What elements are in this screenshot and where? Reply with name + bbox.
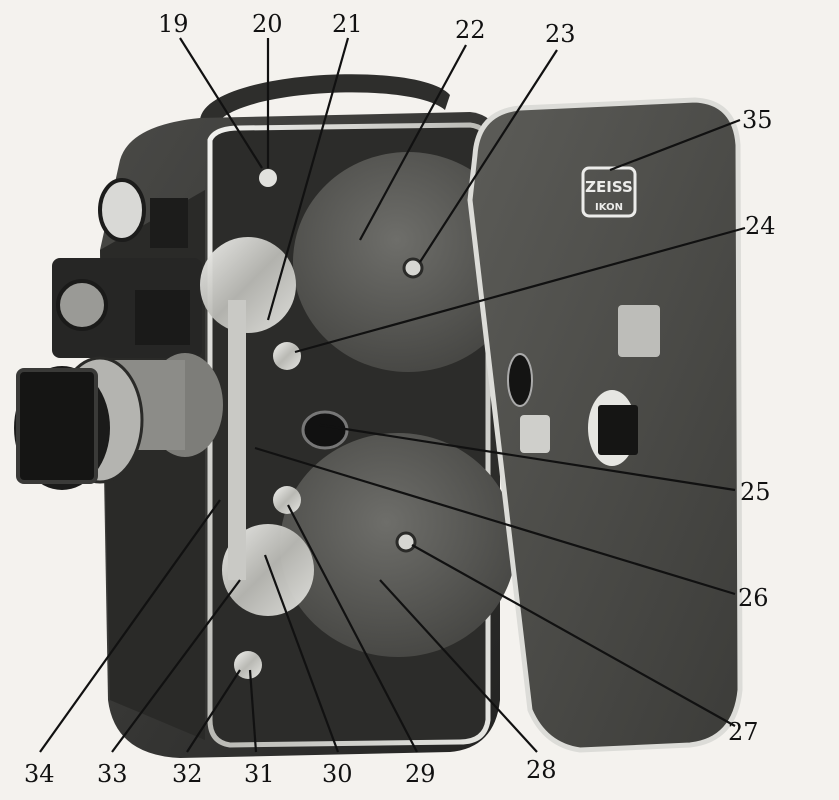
leader-21 — [266, 37, 350, 321]
leader-23 — [419, 49, 558, 263]
leader-28 — [379, 579, 538, 753]
viewfinder-window — [98, 178, 146, 242]
leader-25 — [319, 423, 736, 492]
leader-26 — [254, 446, 736, 596]
callout-31: 31 — [244, 760, 275, 788]
leader-33 — [111, 579, 241, 753]
lower-guide-roller — [273, 486, 301, 514]
upper-spool — [293, 152, 523, 372]
leader-lines — [39, 37, 746, 753]
film-guide-roller — [273, 342, 301, 370]
callout-28: 28 — [526, 756, 557, 784]
callout-29: 29 — [405, 760, 436, 788]
callout-21: 21 — [332, 10, 363, 38]
callout-25: 25 — [740, 478, 771, 506]
callout-34: 34 — [24, 760, 55, 788]
callout-24: 24 — [745, 212, 776, 240]
leader-32 — [186, 669, 241, 753]
callout-32: 32 — [172, 760, 203, 788]
callout-27: 27 — [728, 718, 759, 746]
callout-22: 22 — [455, 16, 486, 44]
upper-sprocket — [200, 237, 296, 333]
callout-33: 33 — [97, 760, 128, 788]
carrying-handle — [200, 74, 450, 128]
callout-23: 23 — [545, 20, 576, 48]
top-knob — [259, 169, 277, 187]
callout-35: 35 — [742, 106, 773, 134]
callout-20: 20 — [252, 10, 283, 38]
leader-35 — [609, 118, 741, 172]
main-lens — [14, 353, 223, 490]
callout-30: 30 — [322, 760, 353, 788]
window-porthole — [301, 410, 349, 450]
bottom-knob — [234, 651, 262, 679]
leader-34 — [39, 499, 221, 753]
zeiss-ikon-logo: ZEISS IKON — [581, 166, 637, 218]
logo-line1: ZEISS — [585, 178, 633, 196]
logo-line2: IKON — [595, 202, 623, 213]
leader-30 — [263, 554, 340, 753]
leader-19 — [179, 37, 263, 169]
side-door — [467, 97, 743, 753]
callout-19: 19 — [158, 10, 189, 38]
leader-24 — [294, 226, 746, 354]
callout-26: 26 — [738, 584, 769, 612]
leader-29 — [287, 504, 418, 753]
leader-27 — [411, 544, 736, 727]
pressure-plate — [228, 300, 246, 580]
leader-22 — [359, 44, 467, 241]
leader-31 — [248, 669, 258, 753]
